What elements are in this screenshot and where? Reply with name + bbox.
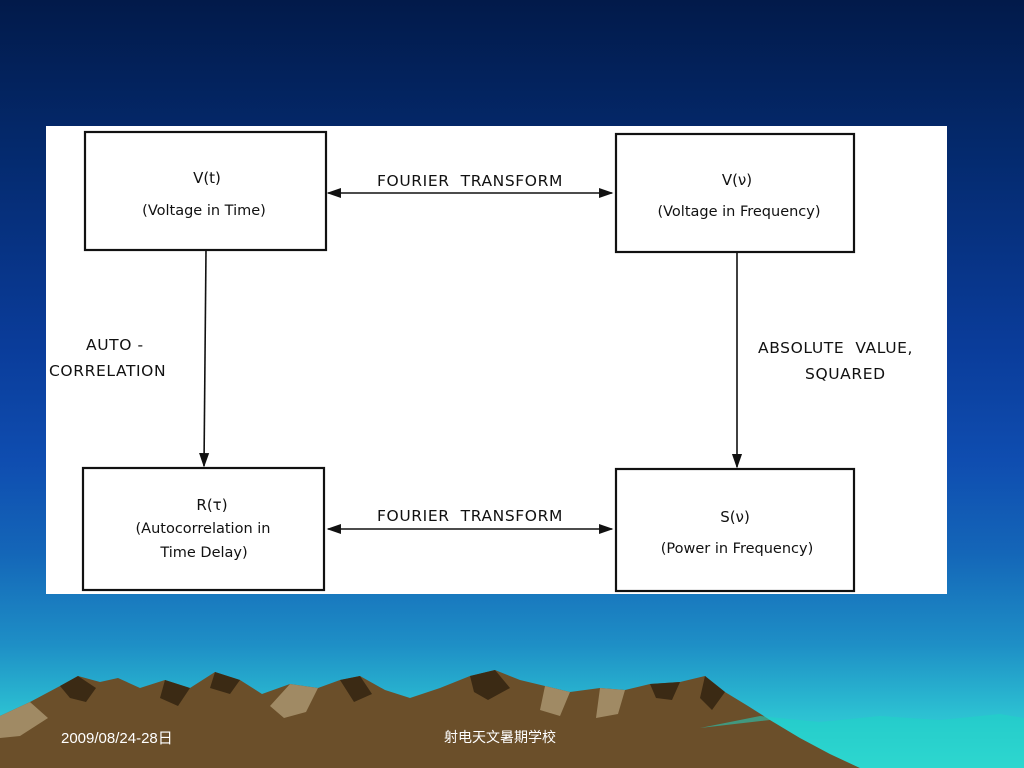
node-rtau-subtitle-line1: (Autocorrelation in xyxy=(136,521,271,537)
node-snu-subtitle: (Power in Frequency) xyxy=(661,541,814,557)
edge-label-autocorrelation-line2: CORRELATION xyxy=(49,362,166,380)
node-vnu: V(ν) (Voltage in Frequency) xyxy=(614,132,856,254)
mountain-range-decoration xyxy=(0,670,1024,768)
edge-label-absolute-line2: SQUARED xyxy=(805,365,886,383)
edge-label-top-fourier: FOURIER TRANSFORM xyxy=(377,172,563,190)
edge-label-absolute-line1: ABSOLUTE VALUE, xyxy=(758,339,913,357)
node-vt-subtitle: (Voltage in Time) xyxy=(142,203,266,219)
node-vnu-subtitle: (Voltage in Frequency) xyxy=(657,204,820,220)
node-rtau: R(τ) (Autocorrelation in Time Delay) xyxy=(81,466,326,592)
footer-organization: 射电天文暑期学校 xyxy=(444,730,556,746)
edge-label-autocorrelation-line1: AUTO - xyxy=(86,336,144,354)
node-snu-title: S(ν) xyxy=(720,508,750,526)
node-vt: V(t) (Voltage in Time) xyxy=(83,130,328,252)
edge-vt-rtau xyxy=(199,249,210,468)
node-snu: S(ν) (Power in Frequency) xyxy=(614,467,856,593)
footer-date: 2009/08/24-28日 xyxy=(61,730,173,747)
node-rtau-title: R(τ) xyxy=(196,496,227,514)
flow-diagram: V(t) (Voltage in Time) V(ν) (Voltage in … xyxy=(49,130,913,593)
node-vnu-title: V(ν) xyxy=(722,171,752,189)
diagram-panel: V(t) (Voltage in Time) V(ν) (Voltage in … xyxy=(46,126,947,594)
node-rtau-subtitle-line2: Time Delay) xyxy=(159,545,247,561)
node-vt-title: V(t) xyxy=(193,169,221,187)
edge-label-bottom-fourier: FOURIER TRANSFORM xyxy=(377,507,563,525)
